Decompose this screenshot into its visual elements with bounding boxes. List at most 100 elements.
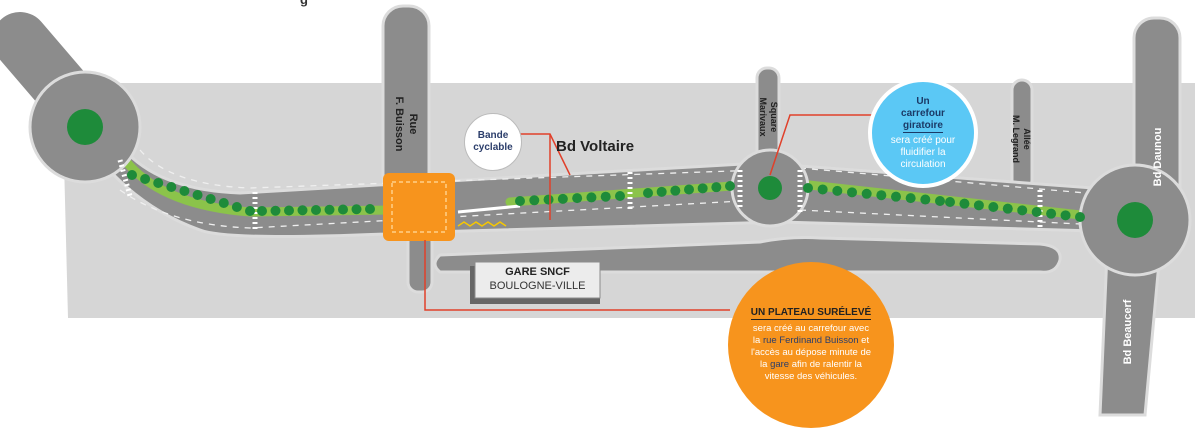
top-fragment-text: g <box>300 0 308 7</box>
rue-f-buisson-line2: F. Buisson <box>393 96 405 152</box>
allee-m-legrand-label: Allée M. Legrand <box>1010 106 1032 172</box>
square-marivaux-line1: Square <box>769 101 779 133</box>
rue-f-buisson-label: Rue F. Buisson <box>392 76 420 172</box>
rue-f-buisson-line1: Rue <box>407 113 419 135</box>
tree-marker <box>218 198 229 208</box>
tree-marker <box>861 188 872 199</box>
tree-marker <box>270 205 281 216</box>
roundabout-line3: giratoire <box>902 119 943 133</box>
plateau-text3: et l'accès au dépose minute de la <box>750 335 872 370</box>
bike-lane-line2: cyclable <box>473 142 513 153</box>
tree-marker <box>297 205 308 216</box>
tree-marker <box>311 205 321 215</box>
tree-marker <box>1075 212 1085 222</box>
roundabout-line1: Un <box>916 95 930 107</box>
tree-marker <box>586 192 597 203</box>
tree-marker <box>876 190 887 201</box>
plateau-text1: sera créé au carrefour avec la <box>752 323 870 346</box>
tree-marker <box>656 186 667 197</box>
tree-marker <box>127 170 137 180</box>
plateau-title: UN PLATEAU SURÉLEVÉ <box>750 307 872 320</box>
tree-marker <box>179 186 190 196</box>
roundabout-line2: carrefour <box>901 107 945 119</box>
tree-marker <box>572 193 583 204</box>
tree-marker <box>945 197 955 207</box>
square-marivaux-line2: Marivaux <box>758 97 768 137</box>
main-street-label: Bd Voltaire <box>556 138 635 155</box>
tree-marker <box>988 202 999 212</box>
east-roundabout-island <box>1117 202 1153 238</box>
allee-m-legrand-line1: Allée <box>1022 128 1032 150</box>
tree-marker <box>324 204 335 215</box>
plateau-text2: rue Ferdinand Buisson <box>762 335 859 346</box>
tree-marker <box>231 202 242 212</box>
station-line2: BOULOGNE-VILLE <box>489 280 586 292</box>
tree-marker <box>891 191 901 202</box>
bike-lane-marking <box>457 204 521 214</box>
tree-marker <box>711 182 722 193</box>
station-line1: GARE SNCF <box>505 266 570 278</box>
tree-marker <box>697 183 708 194</box>
tree-marker <box>245 206 255 216</box>
plateau-text5: afin de ralentir la vitesse des véhicule… <box>764 359 862 382</box>
tree-marker <box>803 183 813 193</box>
tree-marker <box>365 204 375 214</box>
tree-marker <box>1060 210 1071 221</box>
tree-marker <box>959 198 970 209</box>
tree-marker <box>670 185 681 196</box>
tree-marker <box>257 206 267 216</box>
bike-lane-zigzag <box>457 221 507 227</box>
tree-marker <box>1017 205 1028 216</box>
tree-marker <box>1046 208 1057 219</box>
tree-marker <box>684 184 694 195</box>
tree-marker <box>920 194 931 205</box>
tree-marker <box>351 204 362 215</box>
tree-marker <box>643 188 653 198</box>
roundabout-callout: Un carrefour giratoire sera créé pour fl… <box>868 78 978 188</box>
bike-lane-line1: Bande <box>477 130 509 141</box>
tree-marker <box>515 196 525 206</box>
tree-marker <box>1002 203 1013 214</box>
tree-rows <box>127 170 1085 222</box>
raised-plateau <box>383 173 455 241</box>
bike-lane-callout: Bande cyclable <box>464 113 522 171</box>
tree-marker <box>166 182 177 192</box>
tree-marker <box>192 190 203 200</box>
tree-marker <box>543 194 554 205</box>
square-marivaux-label: Square Marivaux <box>757 87 779 147</box>
tree-marker <box>615 191 625 201</box>
bd-beaucerf-label: Bd Beaucerf <box>1122 299 1134 365</box>
tree-marker <box>973 200 984 211</box>
bd-daunou-label: Bd Daunou <box>1152 127 1164 187</box>
tree-marker <box>1031 207 1042 217</box>
tree-marker <box>284 205 294 216</box>
plateau-body: sera créé au carrefour avec la rue Ferdi… <box>748 323 874 383</box>
plateau-leader <box>424 240 730 311</box>
roundabout-leader <box>769 114 875 176</box>
station-label: GARE SNCF BOULOGNE-VILLE <box>475 265 600 293</box>
west-roundabout-island <box>67 109 103 145</box>
tree-marker <box>205 194 216 204</box>
raised-plateau-grid <box>391 181 447 233</box>
tree-marker <box>832 185 843 196</box>
roundabout-body: sera créé pour fluidifier la circulation <box>890 134 956 170</box>
tree-marker <box>557 193 568 204</box>
tree-marker <box>905 193 916 204</box>
tree-marker <box>847 187 857 198</box>
tree-marker <box>600 191 611 202</box>
tree-marker <box>338 204 348 215</box>
tree-marker <box>935 196 945 206</box>
tree-marker <box>153 178 164 188</box>
station-box <box>474 261 601 299</box>
tree-marker <box>140 174 151 184</box>
central-roundabout-island <box>758 176 782 200</box>
plateau-callout: UN PLATEAU SURÉLEVÉ sera créé au carrefo… <box>728 262 894 428</box>
leader-lines <box>424 114 875 311</box>
plateau-text4: gare <box>770 359 790 370</box>
tree-marker <box>725 181 735 191</box>
tree-marker <box>817 184 828 195</box>
tree-marker <box>529 195 540 206</box>
allee-m-legrand-line2: M. Legrand <box>1011 114 1021 163</box>
